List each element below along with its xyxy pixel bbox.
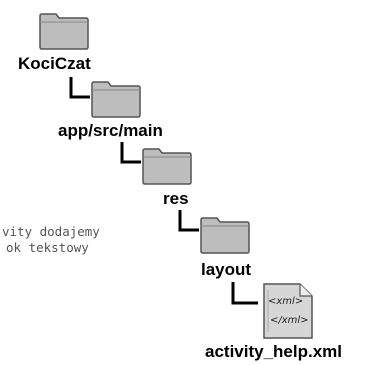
xml-file-icon: <xml> </xml> — [260, 282, 314, 340]
folder-icon-root — [38, 12, 90, 50]
annotation-line-2: ok tekstowy — [6, 240, 89, 255]
folder-label-root: KociCzat — [18, 54, 91, 73]
handwritten-annotation: vity dodajemy ok tekstowy — [0, 224, 100, 256]
connector-res-to-layout — [178, 210, 199, 232]
annotation-line-1: vity dodajemy — [2, 224, 100, 239]
connector-layout-to-file — [231, 282, 258, 305]
connector-app-to-res — [120, 142, 141, 164]
folder-icon-layout — [199, 216, 251, 254]
xml-close-tag: </xml> — [270, 315, 309, 326]
connector-root-to-app — [69, 77, 90, 99]
xml-open-tag: <xml> — [268, 296, 304, 307]
folder-icon-res — [141, 147, 193, 185]
folder-label-app-src-main: app/src/main — [58, 121, 163, 140]
folder-label-res: res — [163, 189, 189, 208]
file-label-activity-help: activity_help.xml — [205, 342, 343, 361]
folder-icon-app-src-main — [90, 80, 142, 118]
folder-label-layout: layout — [201, 260, 252, 279]
